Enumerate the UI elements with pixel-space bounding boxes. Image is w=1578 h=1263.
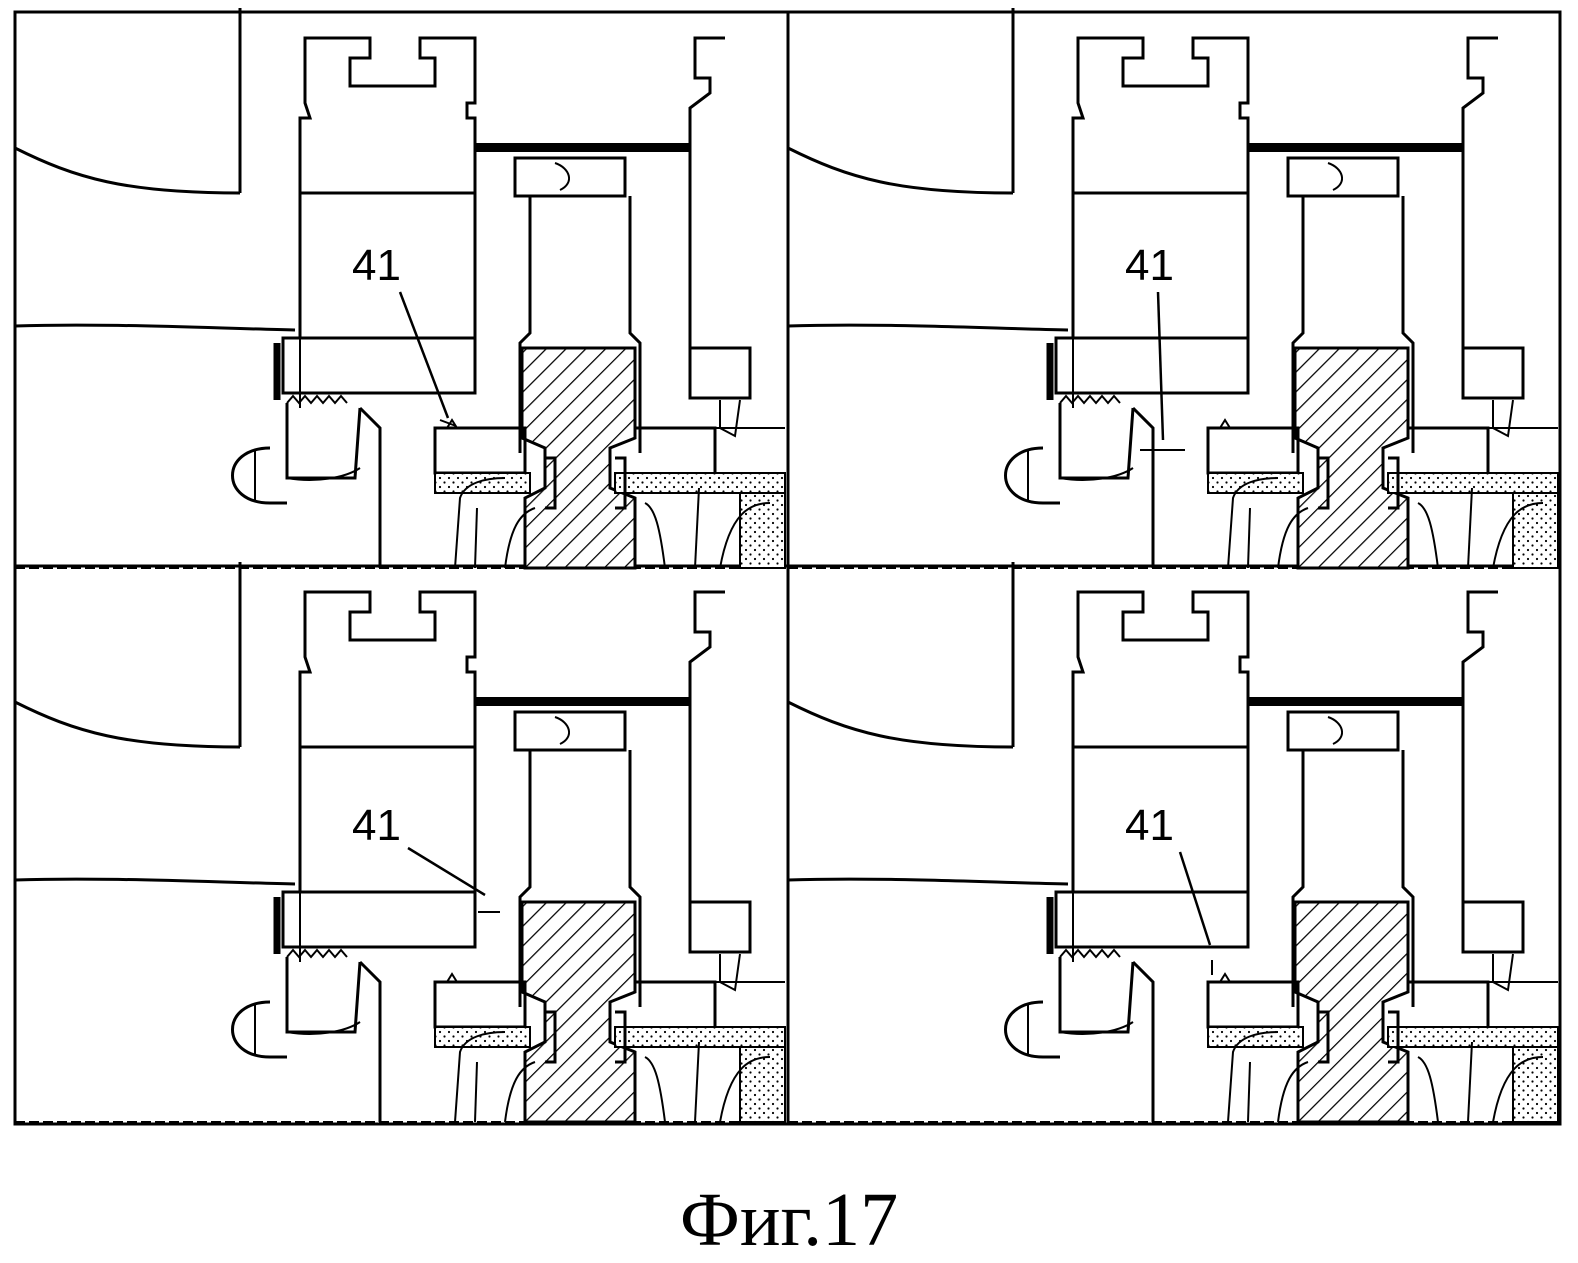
figure-caption: Фиг.17 [680, 1178, 898, 1262]
panel-top-right: 41 [788, 8, 1558, 568]
leader-line-41 [408, 848, 485, 895]
reference-label-41: 41 [352, 801, 401, 850]
leader-line-41 [1158, 292, 1163, 440]
reference-label-41: 41 [1125, 241, 1174, 290]
panel-bottom-right: 41 [788, 562, 1558, 1122]
leader-line-41 [400, 292, 448, 418]
reference-label-41: 41 [352, 241, 401, 290]
reference-label-41: 41 [1125, 801, 1174, 850]
panel-top-left: 41 [15, 8, 785, 568]
panel-bottom-left: 41 [15, 562, 785, 1122]
leader-line-41 [1180, 852, 1210, 945]
